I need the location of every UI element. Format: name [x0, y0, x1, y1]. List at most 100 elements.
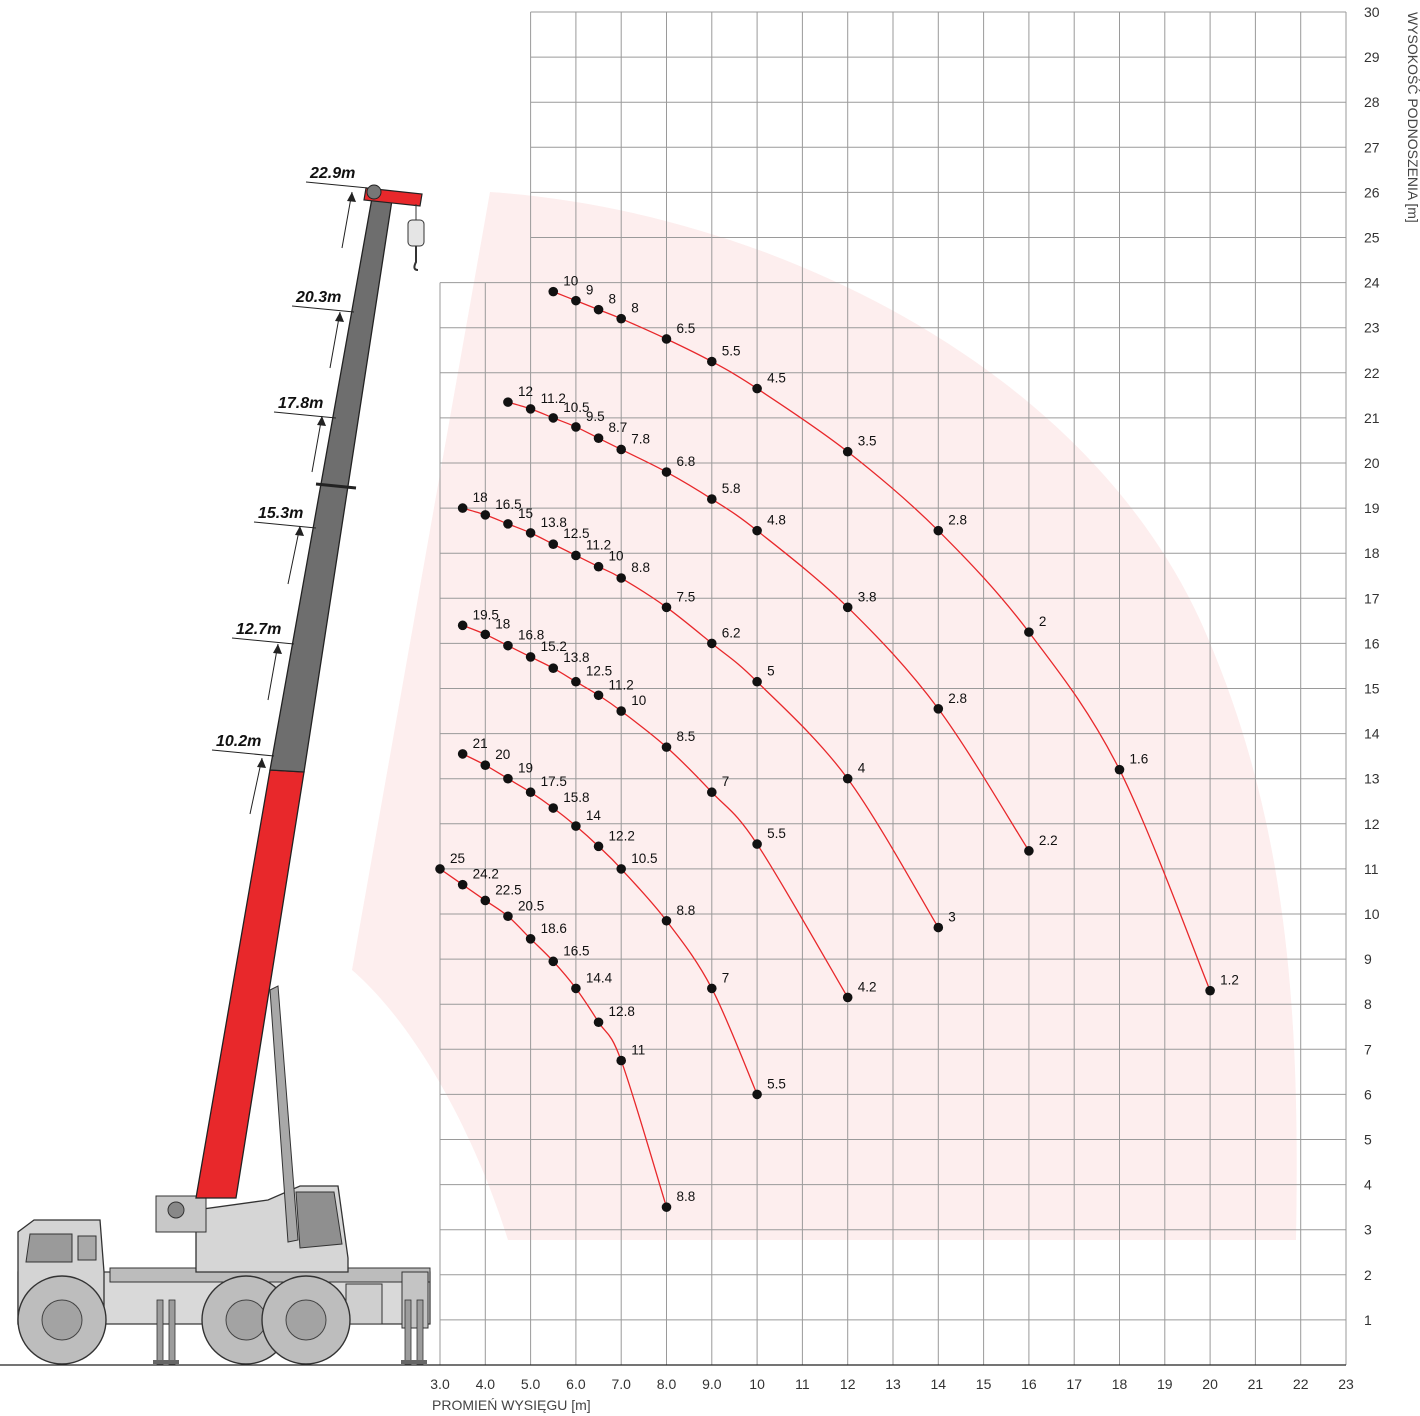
load-point [661, 602, 672, 613]
load-value-label: 16.5 [563, 943, 589, 958]
y-tick-label: 5 [1364, 1132, 1372, 1148]
y-tick-label: 28 [1364, 94, 1380, 110]
x-tick-label: 15 [976, 1376, 992, 1392]
x-tick-label: 21 [1248, 1376, 1264, 1392]
load-value-label: 4 [858, 761, 866, 776]
load-point [616, 313, 626, 324]
load-value-label: 6.2 [722, 625, 741, 640]
load-value-label: 7 [722, 970, 730, 985]
load-value-label: 8.5 [677, 729, 696, 744]
y-tick-label: 1 [1364, 1312, 1372, 1328]
load-point [616, 1055, 626, 1066]
load-point [707, 983, 717, 994]
load-point [548, 539, 559, 549]
load-point [1114, 764, 1125, 775]
boom-length-label: 15.3m [258, 505, 303, 522]
load-value-label: 4.2 [858, 979, 877, 994]
load-value-label: 12.5 [563, 526, 589, 541]
x-tick-label: 23 [1338, 1376, 1354, 1392]
boom-length-underline [291, 305, 355, 313]
load-point [480, 510, 491, 520]
load-point [842, 992, 853, 1003]
load-value-label: 8 [609, 292, 617, 307]
load-value-label: 10 [631, 693, 646, 708]
boom-length-underline [231, 637, 295, 645]
y-tick-label: 20 [1364, 455, 1380, 471]
load-value-label: 8.7 [609, 420, 628, 435]
load-point [571, 676, 581, 687]
x-tick-label: 19 [1157, 1376, 1173, 1392]
load-value-label: 6.8 [677, 454, 696, 469]
x-tick-label: 4.0 [476, 1376, 496, 1392]
load-point [503, 773, 513, 784]
boom-length-arrowhead [347, 192, 356, 202]
y-tick-label: 27 [1364, 139, 1380, 155]
load-point [933, 525, 944, 536]
outrigger-leg [156, 1299, 164, 1365]
load-point [548, 803, 559, 813]
y-tick-label: 3 [1364, 1222, 1372, 1238]
load-value-label: 2 [1039, 614, 1047, 629]
load-value-label: 3.8 [858, 589, 877, 604]
load-point [933, 922, 944, 933]
y-tick-label: 25 [1364, 230, 1380, 246]
load-point [571, 422, 581, 432]
load-value-label: 18 [473, 490, 488, 505]
y-tick-label: 24 [1364, 275, 1380, 291]
boom-length-arrowhead [317, 416, 326, 426]
load-point [503, 911, 513, 922]
y-tick-label: 17 [1364, 590, 1380, 606]
load-value-label: 9 [586, 283, 594, 298]
load-curves: 2524.222.520.518.616.514.412.8118.821201… [435, 274, 1239, 1212]
x-axis-label: PROMIEŃ WYSIĘGU [m] [432, 1397, 591, 1413]
load-value-label: 11.2 [586, 537, 611, 552]
y-tick-label: 30 [1364, 4, 1380, 20]
load-value-label: 20 [495, 747, 510, 762]
boom-length-label: 17.8m [278, 395, 323, 412]
y-tick-label: 6 [1364, 1086, 1372, 1102]
load-value-label: 8.8 [631, 560, 650, 575]
load-value-label: 16.5 [495, 497, 521, 512]
load-value-label: 4.8 [767, 513, 786, 528]
x-tick-label: 6.0 [566, 1376, 586, 1392]
load-point [593, 1017, 604, 1028]
load-point [525, 528, 536, 538]
load-value-label: 1.2 [1220, 973, 1239, 988]
load-point [571, 295, 581, 306]
load-value-label: 12.2 [609, 828, 635, 843]
load-point [707, 787, 717, 798]
load-value-label: 9.5 [586, 409, 605, 424]
load-value-label: 10 [563, 274, 578, 289]
x-tick-label: 8.0 [657, 1376, 677, 1392]
x-tick-label: 10 [749, 1376, 765, 1392]
y-tick-label: 21 [1364, 410, 1380, 426]
load-point [616, 573, 626, 583]
load-point [707, 638, 717, 649]
y-tick-label: 8 [1364, 996, 1372, 1012]
load-point [842, 446, 853, 457]
load-point [661, 742, 672, 752]
boom-length-underline [273, 411, 337, 419]
load-point [661, 334, 672, 344]
boom-length-label: 22.9m [309, 165, 355, 182]
load-point [661, 915, 672, 926]
load-value-label: 12.8 [609, 1004, 635, 1019]
load-point [1024, 627, 1034, 637]
cab-window [25, 1233, 73, 1263]
load-point [752, 839, 762, 849]
load-point [435, 864, 445, 874]
y-tick-label: 7 [1364, 1041, 1372, 1057]
y-tick-label: 18 [1364, 545, 1380, 561]
x-tick-label: 5.0 [521, 1376, 541, 1392]
boom-length-underline [211, 749, 275, 757]
y-tick-label: 13 [1364, 771, 1380, 787]
boom-length-underline [305, 181, 369, 189]
load-point [571, 983, 581, 994]
working-zone-area [352, 192, 1297, 1240]
x-tick-label: 9.0 [702, 1376, 722, 1392]
x-tick-label: 11 [795, 1376, 810, 1392]
x-tick-label: 3.0 [430, 1376, 450, 1392]
x-tick-label: 17 [1066, 1376, 1082, 1392]
